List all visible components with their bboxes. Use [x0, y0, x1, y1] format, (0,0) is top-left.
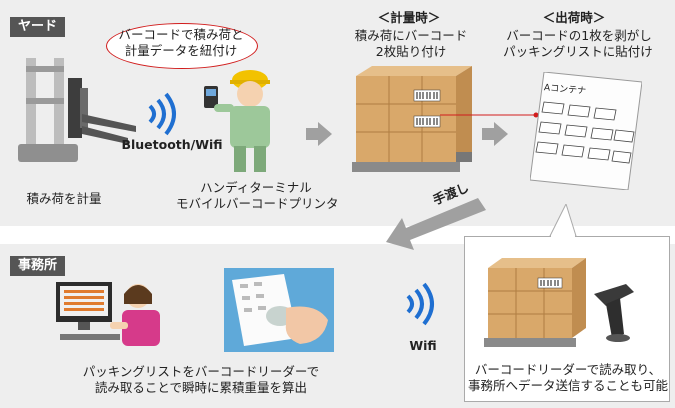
weighing-text-line1: 積み荷にバーコード	[354, 28, 468, 43]
packing-list-sheet-icon	[530, 72, 642, 190]
weigh-label: 積み荷を計量	[26, 191, 102, 206]
yard-section-label: ヤード	[10, 17, 66, 37]
scanning-packing-list-icon	[224, 268, 334, 352]
callout-pointer	[549, 204, 577, 238]
barcode-transfer-line	[440, 112, 539, 118]
terminal-label-line2: モバイルバーコードプリンタ	[176, 196, 339, 211]
terminal-label-line1: ハンディターミナル	[200, 180, 312, 195]
pallet-boxes-icon	[484, 258, 586, 347]
office-connection-label: Wifi	[409, 338, 437, 353]
arrow-right-icon	[306, 122, 332, 146]
shipping-text-line1: バーコードの1枚を剥がし	[506, 28, 652, 43]
worker-with-terminal-icon	[204, 70, 270, 172]
link-data-bubble	[106, 23, 258, 69]
forklift-scale-icon	[18, 58, 136, 162]
handover-arrow-icon	[386, 198, 486, 250]
weighing-text-line2: 2枚貼り付け	[375, 44, 447, 59]
office-desc-line1: パッキングリストをバーコードリーダーで	[82, 364, 320, 379]
office-worker-computer-icon	[56, 282, 160, 346]
office-desc-line2: 読み取ることで瞬時に累積重量を算出	[94, 380, 308, 395]
arrow-right-icon	[482, 122, 508, 146]
bubble-text-line2: 計量データを紐付け	[124, 43, 238, 58]
pallet-boxes-icon	[352, 66, 472, 172]
office-section-label: 事務所	[10, 256, 66, 276]
callout-text-line2: 事務所へデータ送信することも可能	[468, 378, 669, 393]
shipping-title: ＜出荷時＞	[542, 10, 606, 25]
weighing-title: ＜計量時＞	[377, 10, 441, 25]
callout-text-line1: バーコードリーダーで読み取り、	[474, 362, 662, 377]
bubble-text-line1: バーコードで積み荷と	[118, 27, 244, 42]
wireless-signal-icon	[406, 282, 434, 326]
barcode-scanner-icon	[594, 284, 634, 342]
shipping-text-line2: パッキングリストに貼付け	[503, 44, 653, 59]
wireless-signal-icon	[148, 92, 176, 136]
yard-connection-label: Bluetooth/Wifi	[121, 137, 223, 152]
